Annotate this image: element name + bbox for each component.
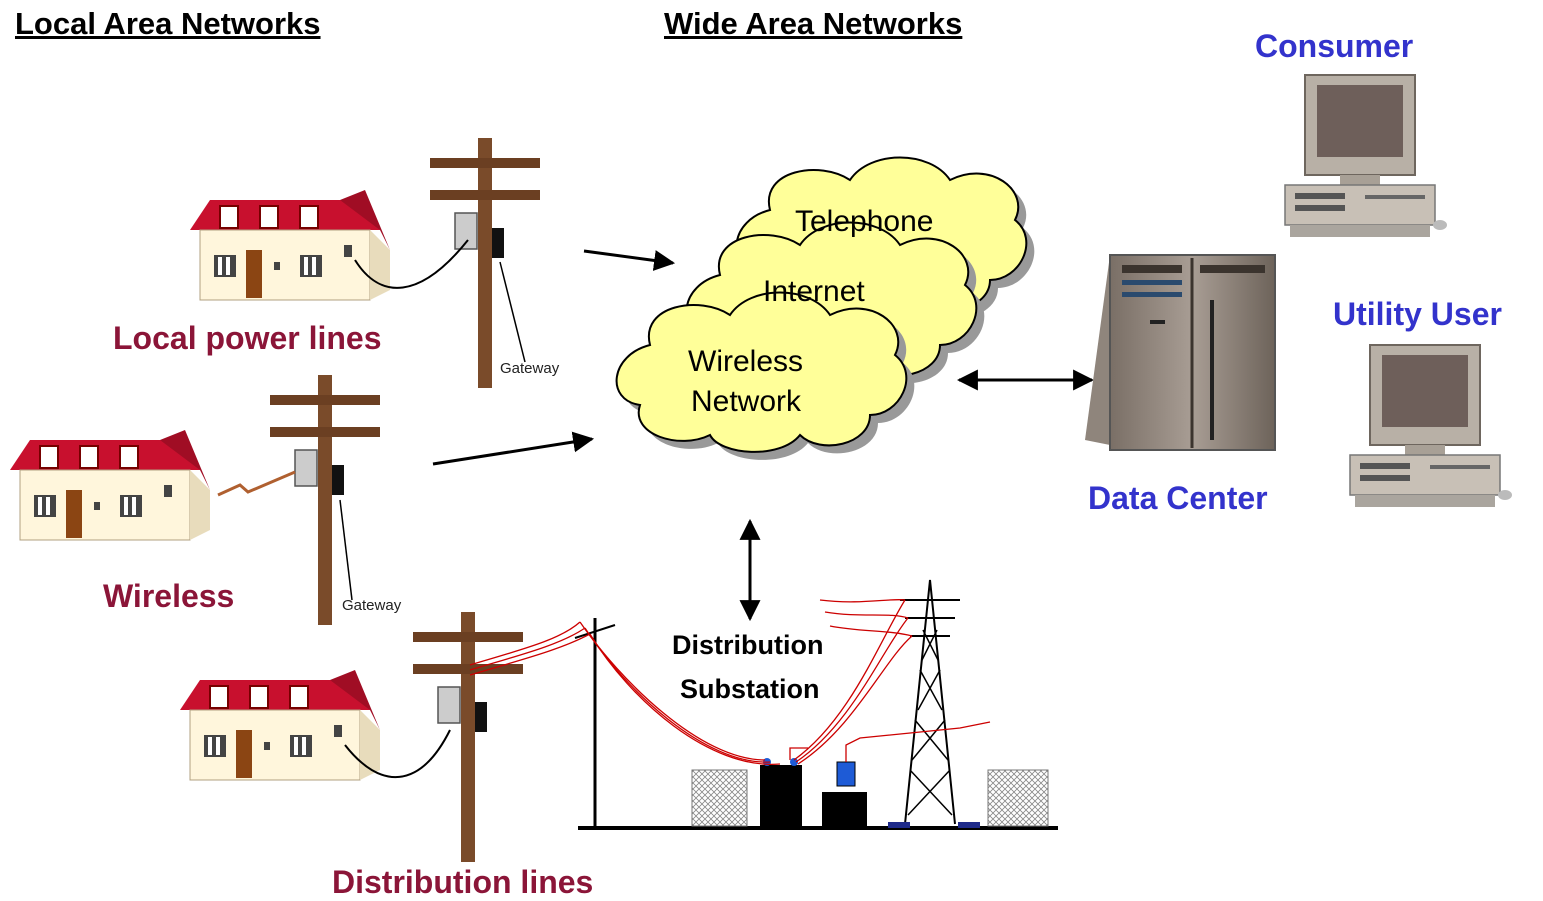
cloud-label-telephone: Telephone — [795, 205, 934, 238]
header-wide-area-networks: Wide Area Networks — [664, 6, 963, 41]
utility-user-computer-icon — [1349, 344, 1513, 508]
house-1 — [189, 189, 391, 301]
power-lines — [469, 598, 991, 765]
drop-wire-1 — [354, 239, 469, 289]
cloud-label-wireless: Wireless — [688, 345, 804, 378]
arrow-lan-to-wan-1 — [583, 249, 676, 271]
gateway-leader-1 — [499, 261, 526, 363]
header-local-area-networks: Local Area Networks — [15, 6, 321, 41]
label-local-power-lines: Local power lines — [113, 320, 382, 356]
label-utility-user: Utility User — [1333, 296, 1502, 332]
pole-wireless — [269, 374, 381, 626]
arrow-lan-to-wan-2 — [432, 431, 595, 466]
wireless-signal-icon — [217, 470, 296, 497]
pole-distribution — [412, 611, 524, 863]
gateway-label-1: Gateway — [500, 360, 560, 377]
cloud-label-network: Network — [691, 385, 802, 418]
gateway-label-2: Gateway — [342, 597, 402, 614]
consumer-computer-icon — [1284, 74, 1448, 238]
label-data-center: Data Center — [1088, 480, 1268, 516]
cloud-label-internet: Internet — [763, 275, 865, 308]
label-distribution-lines: Distribution lines — [332, 864, 594, 900]
label-wireless: Wireless — [103, 578, 235, 614]
house-2 — [9, 429, 211, 541]
data-center-server-icon — [1085, 254, 1276, 451]
house-3 — [179, 669, 381, 781]
cloud-wireless-network — [615, 291, 915, 460]
substation-label-line2: Substation — [680, 674, 820, 704]
substation-graphic — [574, 579, 1058, 830]
gateway-leader-2 — [339, 499, 353, 601]
label-consumer: Consumer — [1255, 28, 1414, 64]
substation-label-line1: Distribution — [672, 630, 824, 660]
drop-wire-3 — [344, 729, 451, 779]
